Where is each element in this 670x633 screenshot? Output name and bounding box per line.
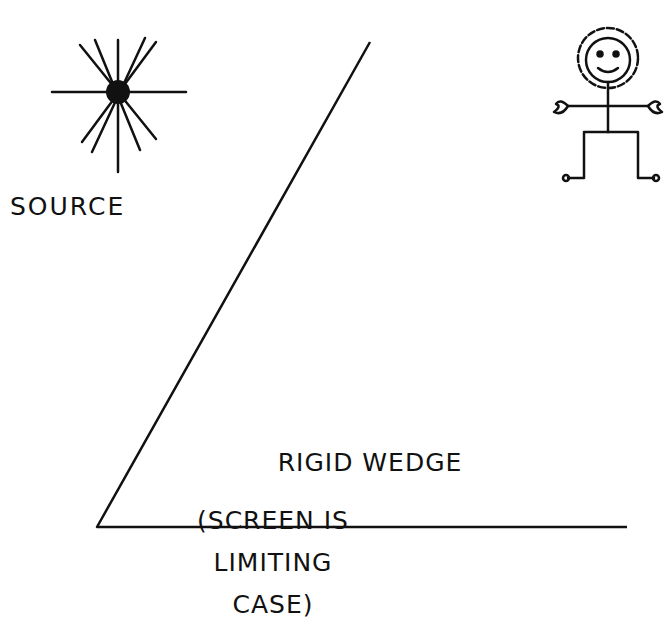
wedge-shape: RIGID WEDGE(SCREEN IS LIMITING CASE) [97,40,627,615]
node-note: (SCREEN IS LIMITING CASE) [171,500,376,626]
light-source [52,38,186,172]
wedge-outline [97,40,627,615]
node-title: RIGID WEDGE [240,442,500,484]
source-label: SOURCE [10,192,125,221]
stick-figure [554,28,662,181]
wedge-sides [97,42,627,527]
